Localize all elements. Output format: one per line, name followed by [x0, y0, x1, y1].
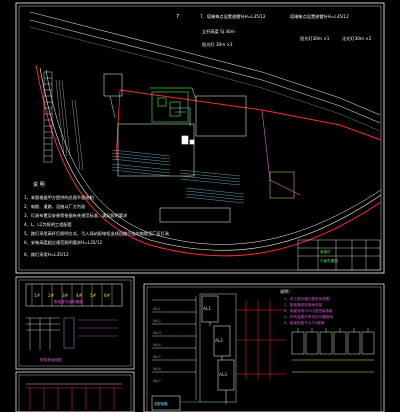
cabinet-label-1: 1# — [34, 293, 41, 298]
panel-cyan-outline — [199, 293, 237, 403]
feeder-label-1: WL1 — [153, 307, 161, 311]
left-detail-sheet: 1# 2# 3# 4# 5# 6# 配电室剖面图 配电室平面布置图 — [15, 276, 135, 412]
main-panel-label: 总配电箱 — [154, 401, 168, 406]
system-diagram-sheet: 说明： 1、本工程为路灯配电系统图 2、配电箱采用落地安装 3、电缆采用YJV2… — [143, 283, 385, 412]
feeder-label-2: WL2 — [153, 319, 161, 323]
room-plan-title: 配电室平面布置图 — [54, 299, 83, 304]
top-note-3-mid: 投光灯30m ×1 — [300, 35, 330, 42]
section-detail — [26, 317, 60, 350]
system-note-3: 3、电缆采用YJV22型铠装电缆 — [284, 308, 333, 313]
system-note-5: 5、接地电阻不大于4欧姆 — [284, 320, 325, 325]
road-lines — [29, 11, 382, 251]
step-number: 7 — [176, 14, 179, 20]
main-panel-box — [151, 395, 181, 411]
cabinet-label-3: 3# — [62, 293, 69, 298]
title-block-name: 某路灯 — [320, 249, 331, 254]
panel-label-1: AL1 — [203, 306, 211, 311]
legend-title: 说 明 — [33, 181, 45, 188]
branch-boxes — [291, 331, 375, 355]
legend-item-4: 4、L。L2为照明工程配套 — [24, 221, 72, 228]
title-block-drawing: 平面布置图 — [320, 258, 338, 263]
left-sheet-inner-bottom — [18, 374, 132, 412]
cabinet-label-6: 6# — [104, 293, 111, 298]
panel-label-3: AL3 — [219, 372, 227, 377]
top-note-3-left: 投光灯 30m ×1 — [202, 41, 233, 48]
feeder-label-4: WL4 — [153, 343, 162, 347]
parking-rows — [111, 149, 245, 204]
room-plan-grid — [31, 284, 113, 306]
cabinet-label-2: 2# — [48, 293, 55, 298]
cabinet-detail — [63, 317, 75, 349]
top-note-1-right: 塔端每点设置避雷针H=L35/12 — [290, 13, 349, 20]
site-buildings — [103, 73, 295, 223]
feeder-lines — [152, 296, 197, 400]
system-sheet-inner — [146, 286, 382, 412]
top-note-3-right: 泛光灯30m ×2 — [342, 35, 372, 42]
elevation-frame — [26, 387, 122, 410]
parking-rows-left — [55, 79, 84, 171]
system-note-2: 2、配电箱采用落地安装 — [284, 302, 323, 307]
legend-item-6: 6、安装高度超过规范照明要求H=L35/12 — [24, 239, 102, 246]
site-plan-sheet: 7 7、塔端每点设置避雷针H=L35/12 塔端每点设置避雷针H=L35/12 … — [15, 2, 385, 274]
legend-item-5: 5、路灯采用高杆灯照明方式，引入场站配电柜出线回路引出的电缆至厂区灯具 — [24, 230, 170, 237]
legend-item-2: 2、电缆、道路、设施以厂方为准 — [24, 203, 85, 210]
feeder-label-5: WL5 — [153, 355, 161, 359]
room-plan — [25, 283, 123, 307]
legend-item-1: 1、本图根据甲方提供的总图平面绘制 — [24, 194, 94, 201]
section-caption: 配电室剖面图 — [40, 357, 62, 362]
cyan-structures — [170, 107, 195, 145]
top-note-1-left: 7、塔端每点设置避雷针H=L35/12 — [200, 13, 266, 20]
green-area — [109, 87, 197, 123]
left-sheet-inner-top — [18, 279, 132, 367]
system-sheet-border — [143, 283, 385, 412]
feeder-label-7: WL7 — [153, 379, 161, 383]
feeder-label-3: WL3 — [153, 331, 161, 335]
system-note-4: 4、所有金属外壳均应可靠接地 — [284, 314, 333, 319]
top-note-2: 立杆高度 SJ 30m — [202, 28, 235, 35]
site-plan-inner-border — [18, 5, 382, 271]
panel-label-2: AL2 — [215, 338, 223, 343]
cabinet-label-5: 5# — [90, 293, 97, 298]
branch-circuits — [236, 300, 286, 380]
legend-item-7: 6、路灯采用H=L35/12 — [24, 251, 69, 258]
legend-block: 说 明 1、本图根据甲方提供的总图平面绘制 2、电缆、道路、设施以厂方为准 3、… — [24, 181, 170, 258]
branch-yellow-ticks — [292, 328, 374, 373]
system-notes-title: 说明： — [280, 288, 293, 295]
distribution-panels — [201, 295, 235, 404]
site-plan-border — [15, 2, 385, 274]
cabinet-label-4: 4# — [76, 293, 83, 298]
system-note-1: 1、本工程为路灯配电系统图 — [284, 296, 330, 301]
parking-stack — [43, 71, 53, 163]
red-cable-route — [35, 64, 382, 257]
legend-item-3: 3、灯具布置及安装等依据有关规范标准，满足照明要求 — [24, 212, 128, 219]
section-lines — [78, 319, 118, 337]
left-sheet-border-top — [15, 276, 135, 370]
left-sheet-border-bottom — [15, 371, 135, 412]
feeder-label-6: WL6 — [153, 367, 162, 371]
title-block — [297, 239, 381, 271]
